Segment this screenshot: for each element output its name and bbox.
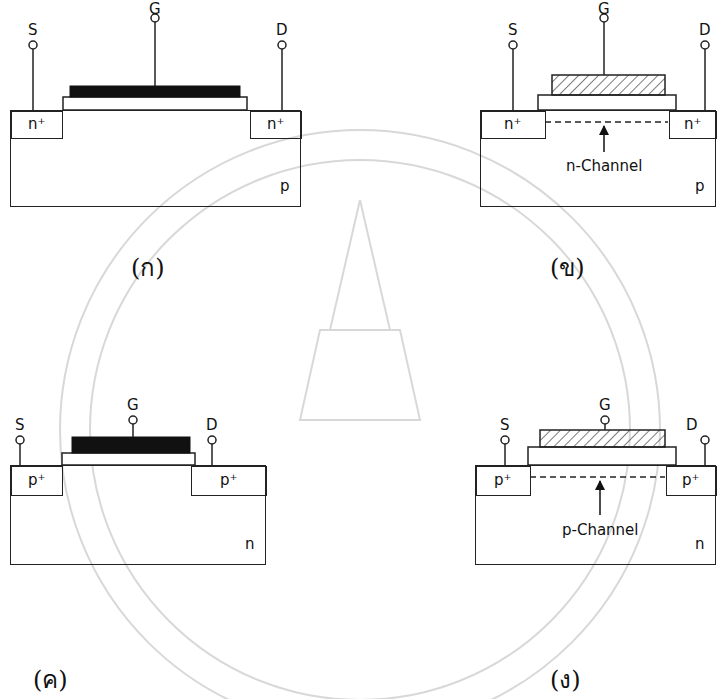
terminal-label: S bbox=[15, 418, 25, 433]
mosfet-a bbox=[29, 14, 286, 110]
source-region: n⁺ bbox=[11, 111, 63, 139]
substrate-label: p bbox=[695, 179, 705, 194]
mosfet-b bbox=[509, 14, 709, 152]
region-label: n⁺ bbox=[504, 117, 521, 132]
terminal-label: S bbox=[500, 418, 510, 433]
substrate-label: n bbox=[245, 537, 255, 552]
region-label: n⁺ bbox=[684, 117, 701, 132]
panel-caption: (ก) bbox=[131, 256, 165, 280]
source-region: p⁺ bbox=[476, 466, 531, 496]
channel-label: p-Channel bbox=[562, 523, 639, 538]
drain-region: n⁺ bbox=[250, 111, 302, 139]
terminal-label: G bbox=[127, 398, 139, 413]
drain-region: p⁺ bbox=[666, 466, 717, 496]
panel-caption: (ง) bbox=[550, 668, 581, 692]
watermark-seal bbox=[60, 130, 660, 699]
channel-label: n-Channel bbox=[566, 159, 643, 174]
terminal-label: S bbox=[508, 23, 518, 38]
terminal-label: D bbox=[699, 23, 711, 38]
region-label: p⁺ bbox=[682, 473, 699, 488]
panel-caption: (ค) bbox=[33, 668, 68, 692]
mosfet-c bbox=[16, 416, 216, 465]
substrate-n: n p⁺ p⁺ bbox=[10, 465, 266, 565]
terminal-label: D bbox=[206, 418, 218, 433]
region-label: p⁺ bbox=[220, 473, 237, 488]
terminal-label: G bbox=[599, 398, 611, 413]
region-label: n⁺ bbox=[28, 117, 45, 132]
terminal-label: D bbox=[686, 418, 698, 433]
substrate-p: p n⁺ n⁺ bbox=[10, 110, 301, 207]
terminal-label: D bbox=[276, 23, 288, 38]
substrate-n: n p⁺ p⁺ bbox=[475, 465, 716, 565]
terminal-label: G bbox=[149, 2, 161, 17]
region-label: p⁺ bbox=[28, 473, 45, 488]
region-label: p⁺ bbox=[494, 473, 511, 488]
terminal-label: G bbox=[598, 2, 610, 17]
terminal-label: S bbox=[28, 23, 38, 38]
drain-region: n⁺ bbox=[669, 111, 717, 139]
drain-region: p⁺ bbox=[191, 466, 267, 496]
source-region: n⁺ bbox=[481, 111, 546, 139]
substrate-label: p bbox=[280, 179, 290, 194]
substrate-label: n bbox=[695, 537, 705, 552]
region-label: n⁺ bbox=[267, 117, 284, 132]
source-region: p⁺ bbox=[11, 466, 63, 496]
panel-caption: (ข) bbox=[550, 256, 585, 280]
